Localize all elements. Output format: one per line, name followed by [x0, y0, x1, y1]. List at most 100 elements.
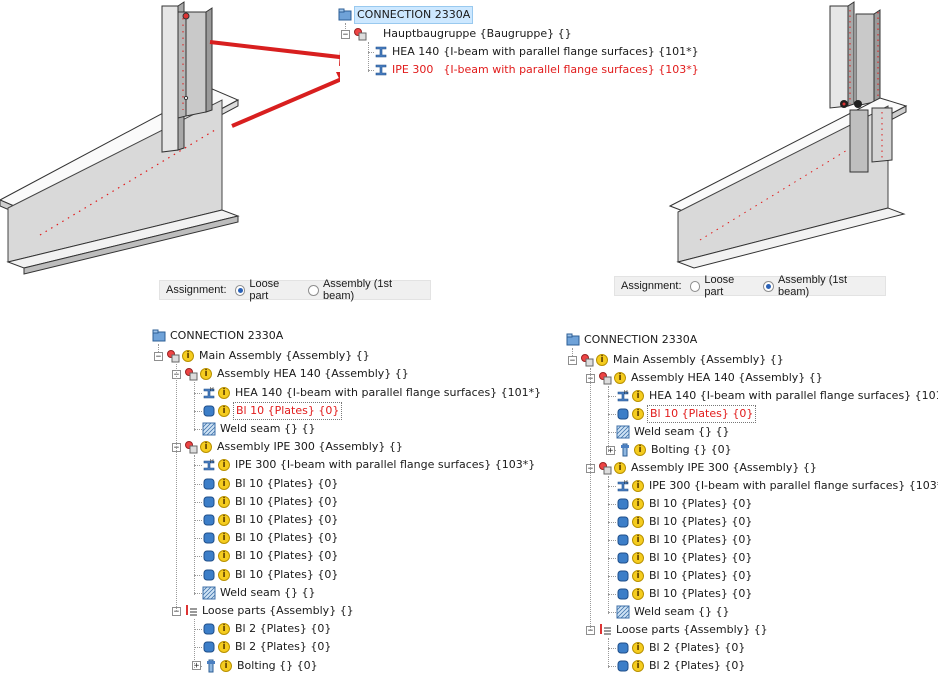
tree-root-row[interactable]: CONNECTION 2330A	[152, 328, 285, 344]
plate-icon	[202, 622, 216, 636]
steel-connection-drawing-left	[0, 1, 340, 275]
radio-loose-part[interactable]	[689, 280, 701, 292]
expand-toggle[interactable]: +	[606, 445, 615, 456]
tree-label: Bl 10 {Plates} {0}	[235, 494, 339, 508]
info-icon: i	[218, 495, 230, 508]
radio-loose-part[interactable]	[234, 284, 246, 296]
plate-icon	[616, 569, 630, 583]
radio-loose-part-label: Loose part	[249, 278, 280, 302]
tree-item[interactable]: Weld seam {} {}	[616, 424, 731, 440]
radio-assembly-1st-beam[interactable]	[763, 280, 774, 292]
info-icon: i	[632, 588, 644, 600]
tree-label: Bl 10 {Plates} {0}	[235, 476, 339, 490]
tree-item-hea140[interactable]: HEA 140 {I-beam with parallel flange sur…	[374, 44, 701, 60]
tree-item[interactable]: i Bl 10 {Plates} {0}	[616, 586, 754, 602]
assignment-bar-right: Assignment: Loose part Assembly (1st bea…	[614, 274, 886, 298]
plate-icon	[202, 477, 216, 491]
radio-assembly-1st-beam[interactable]	[308, 284, 319, 296]
radio-assembly-label: Assembly (1st beam)	[322, 278, 393, 302]
folder-icon	[566, 333, 580, 347]
tree-root-label: CONNECTION 2330A	[354, 6, 474, 24]
tree-root-row[interactable]: CONNECTION 2330A	[566, 332, 699, 348]
tree-loose-parts[interactable]: −Loose parts {Assembly} {}	[172, 603, 356, 619]
tree-group-row[interactable]: − Hauptbaugruppe {Baugruppe} {}	[341, 26, 574, 42]
tree-label: Bl 10 {Plates} {0}	[649, 515, 753, 528]
plate-icon	[202, 404, 216, 418]
plate-icon	[202, 568, 216, 582]
tree-label: Bl 10 {Plates} {0}	[649, 587, 753, 600]
tree-item-ipe300[interactable]: IPE 300 {I-beam with parallel flange sur…	[374, 62, 701, 78]
collapse-toggle[interactable]: −	[341, 29, 350, 40]
tree-label: CONNECTION 2330A	[584, 333, 698, 346]
tree-label: Bolting {} {0}	[651, 443, 732, 456]
tree-root-row[interactable]: CONNECTION 2330A	[338, 6, 474, 24]
tree-item[interactable]: Weld seam {} {}	[616, 604, 731, 620]
plate-icon	[616, 641, 630, 655]
svg-text:H: H	[624, 390, 628, 396]
beam-icon: H	[616, 479, 630, 493]
item-name: IPE 300	[392, 63, 434, 76]
plate-icon	[202, 495, 216, 509]
steel-connection-drawing-right	[668, 1, 908, 269]
tree-label: Bl 10 {Plates} {0}	[649, 497, 753, 510]
plate-icon	[202, 513, 216, 527]
tree-loose-parts[interactable]: −Loose parts {Assembly} {}	[586, 622, 770, 638]
tree-label: Bl 2 {Plates} {0}	[649, 659, 746, 672]
tree-label: Bl 10 {Plates} {0}	[647, 405, 757, 423]
info-icon: i	[218, 386, 230, 399]
beam-icon: H	[202, 458, 216, 472]
tree-label: Bl 10 {Plates} {0}	[235, 531, 339, 545]
asm-icon	[598, 461, 612, 475]
tree-item[interactable]: i Bl 10 {Plates} {0}	[202, 494, 340, 510]
info-icon: i	[218, 568, 230, 581]
tree-item[interactable]: Weld seam {} {}	[202, 421, 317, 437]
folder-icon	[152, 329, 166, 343]
radio-assembly-label: Assembly (1st beam)	[777, 274, 848, 298]
tree-label: Assembly IPE 300 {Assembly} {}	[217, 440, 403, 454]
plate-icon	[202, 549, 216, 563]
info-icon: i	[218, 459, 230, 472]
info-icon: i	[632, 498, 644, 510]
plate-icon	[616, 497, 630, 511]
plate-icon	[616, 533, 630, 547]
collapse-toggle[interactable]: −	[568, 355, 577, 366]
info-icon: i	[200, 441, 212, 454]
tree-item[interactable]: i Bl 10 {Plates} {0}	[202, 530, 340, 546]
expand-toggle[interactable]: +	[192, 661, 201, 672]
tree-label: HEA 140 {I-beam with parallel flange sur…	[235, 385, 542, 399]
tree-item[interactable]: Weld seam {} {}	[202, 585, 317, 601]
info-icon: i	[218, 532, 230, 545]
info-icon: i	[220, 659, 232, 672]
tree-label: Bl 10 {Plates} {0}	[235, 549, 339, 563]
collapse-toggle[interactable]: −	[154, 351, 163, 362]
info-icon: i	[182, 350, 194, 363]
weld-icon	[202, 422, 216, 436]
tree-item[interactable]: i Bl 10 {Plates} {0}	[616, 496, 754, 512]
